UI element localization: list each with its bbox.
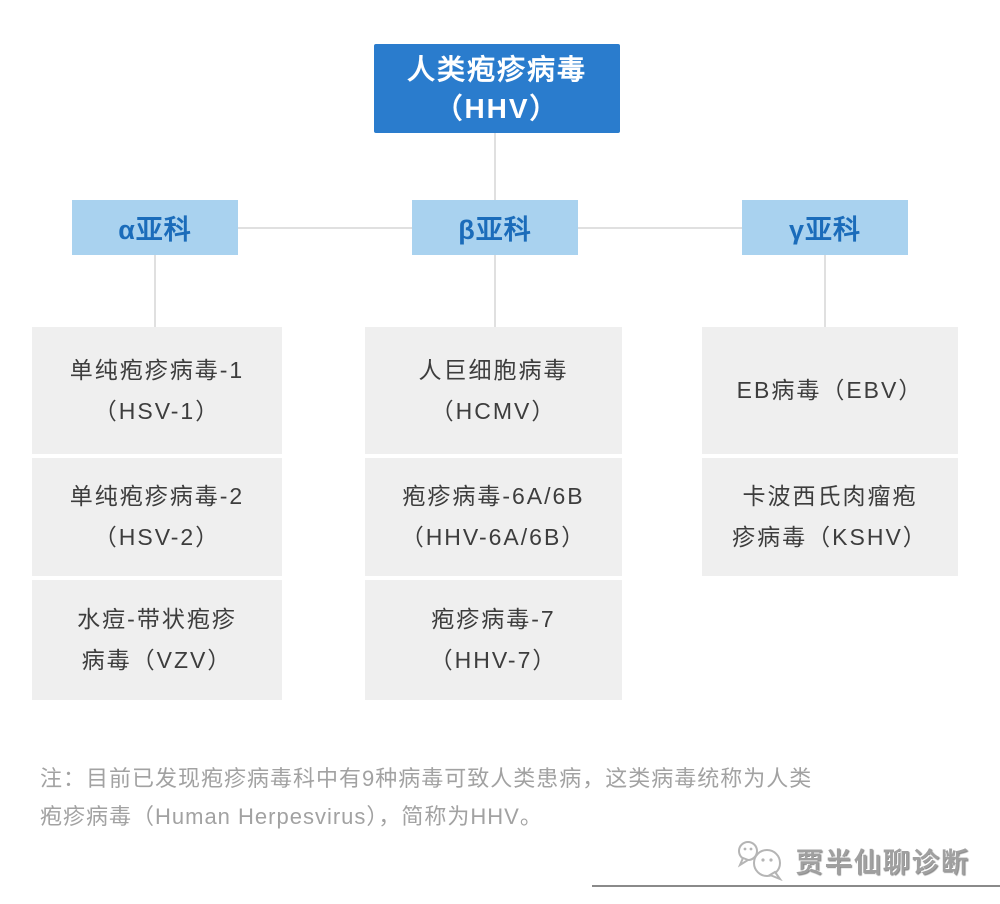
connector-beta-children bbox=[494, 255, 496, 327]
hcmv-line2: （HCMV） bbox=[430, 397, 557, 424]
alpha-label: α亚科 bbox=[118, 215, 192, 245]
node-vzv: 水痘-带状疱疹 病毒（VZV） bbox=[32, 580, 282, 700]
connector-beta-gamma bbox=[578, 227, 742, 229]
connector-gamma-children bbox=[824, 255, 826, 327]
hhv7-line1: 疱疹病毒-7 bbox=[431, 606, 556, 632]
hsv1-line1: 单纯疱疹病毒-1 bbox=[69, 356, 245, 383]
watermark: 贾半仙聊诊断 bbox=[734, 839, 970, 881]
node-ebv: EB病毒（EBV） bbox=[702, 327, 958, 454]
connector-root-to-beta bbox=[494, 133, 496, 200]
gamma-label: γ亚科 bbox=[788, 215, 862, 245]
node-hsv1: 单纯疱疹病毒-1 （HSV-1） bbox=[32, 327, 282, 454]
ebv-line1: EB病毒（EBV） bbox=[736, 377, 924, 403]
hsv1-line2: （HSV-1） bbox=[93, 397, 221, 424]
node-kshv: 卡波西氏肉瘤疱 疹病毒（KSHV） bbox=[702, 458, 958, 576]
root-title-line1: 人类疱疹病毒 bbox=[406, 53, 587, 85]
connector-alpha-children bbox=[154, 255, 156, 327]
kshv-line1: 卡波西氏肉瘤疱 bbox=[742, 483, 918, 509]
root-title-line2: （HHV） bbox=[434, 92, 560, 124]
hhv7-line2: （HHV-7） bbox=[429, 647, 558, 673]
hsv2-line1: 单纯疱疹病毒-2 bbox=[69, 483, 245, 509]
node-hhv-root: 人类疱疹病毒 （HHV） bbox=[374, 44, 620, 133]
node-hhv7: 疱疹病毒-7 （HHV-7） bbox=[365, 580, 622, 700]
footnote-line2: 疱疹病毒（Human Herpesvirus），简称为HHV。 bbox=[40, 804, 543, 829]
footnote-line1: 注：目前已发现疱疹病毒科中有9种病毒可致人类患病，这类病毒统称为人类 bbox=[40, 766, 813, 791]
hhv6-line1: 疱疹病毒-6A/6B bbox=[402, 483, 585, 509]
node-alpha-subfamily: α亚科 bbox=[72, 200, 238, 255]
node-hsv2: 单纯疱疹病毒-2 （HSV-2） bbox=[32, 458, 282, 576]
beta-label: β亚科 bbox=[458, 215, 532, 245]
hcmv-line1: 人巨细胞病毒 bbox=[418, 356, 569, 383]
hhv6-line2: （HHV-6A/6B） bbox=[400, 524, 587, 550]
node-hcmv: 人巨细胞病毒 （HCMV） bbox=[365, 327, 622, 454]
watermark-text: 贾半仙聊诊断 bbox=[796, 847, 970, 878]
connector-alpha-beta bbox=[238, 227, 412, 229]
wechat-bubbles-icon bbox=[737, 841, 783, 881]
vzv-line1: 水痘-带状疱疹 bbox=[77, 606, 237, 632]
kshv-line2: 疹病毒（KSHV） bbox=[732, 524, 928, 550]
node-beta-subfamily: β亚科 bbox=[412, 200, 578, 255]
hsv2-line2: （HSV-2） bbox=[93, 524, 221, 550]
watermark-divider-line bbox=[592, 885, 1000, 887]
vzv-line2: 病毒（VZV） bbox=[81, 647, 233, 673]
footnote: 注：目前已发现疱疹病毒科中有9种病毒可致人类患病，这类病毒统称为人类 疱疹病毒（… bbox=[40, 760, 970, 836]
node-hhv6: 疱疹病毒-6A/6B （HHV-6A/6B） bbox=[365, 458, 622, 576]
node-gamma-subfamily: γ亚科 bbox=[742, 200, 908, 255]
